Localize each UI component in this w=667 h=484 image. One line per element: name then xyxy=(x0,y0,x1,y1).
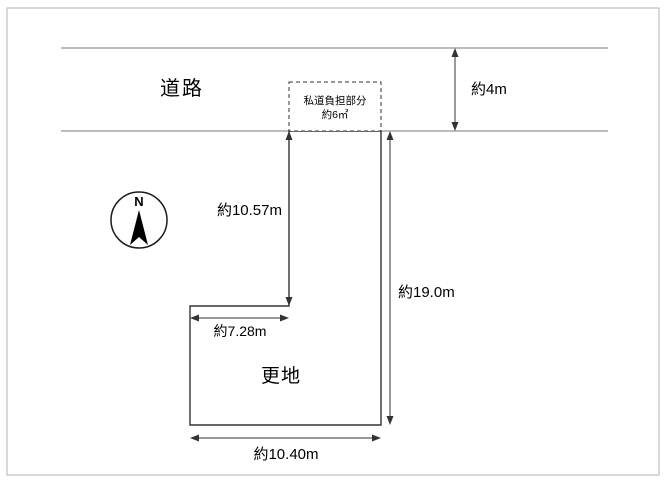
dimension-bottom-width-label: 約10.40m xyxy=(253,446,318,463)
diagram-border xyxy=(6,7,660,476)
dimension-right-edge-label: 約19.0m xyxy=(398,284,455,301)
arrowhead-left-icon xyxy=(190,434,199,442)
arrowhead-down-icon xyxy=(451,122,459,131)
dimension-step-width-label: 約7.28m xyxy=(214,323,267,339)
dimension-bottom-width: 約10.40m xyxy=(190,434,381,463)
dimension-road-width: 約4m xyxy=(451,48,507,131)
arrowhead-up-icon xyxy=(386,131,394,140)
dimension-upper-left-label: 約10.57m xyxy=(217,202,282,219)
compass: N xyxy=(110,191,168,249)
arrowhead-down-icon xyxy=(285,297,293,306)
arrowhead-up-icon xyxy=(451,48,459,57)
dimension-right-edge: 約19.0m xyxy=(386,131,455,425)
arrowhead-down-icon xyxy=(386,416,394,425)
dimension-step-width: 約7.28m xyxy=(190,314,289,339)
road-label: 道路 xyxy=(160,77,204,100)
private-road-label: 私道負担部分 xyxy=(304,94,367,107)
arrowhead-right-icon xyxy=(372,434,381,442)
arrowhead-right-icon xyxy=(280,314,289,322)
compass-north-label: N xyxy=(134,194,143,209)
private-road-size-label: 約6㎡ xyxy=(322,108,349,121)
compass-needle-icon xyxy=(130,210,148,245)
dimension-road-width-label: 約4m xyxy=(471,81,507,98)
dimension-upper-left-edge: 約10.57m xyxy=(217,131,293,306)
arrowhead-left-icon xyxy=(190,314,199,322)
land-label: 更地 xyxy=(261,365,301,387)
private-road-area-box xyxy=(288,81,382,132)
arrowhead-up-icon xyxy=(285,131,293,140)
